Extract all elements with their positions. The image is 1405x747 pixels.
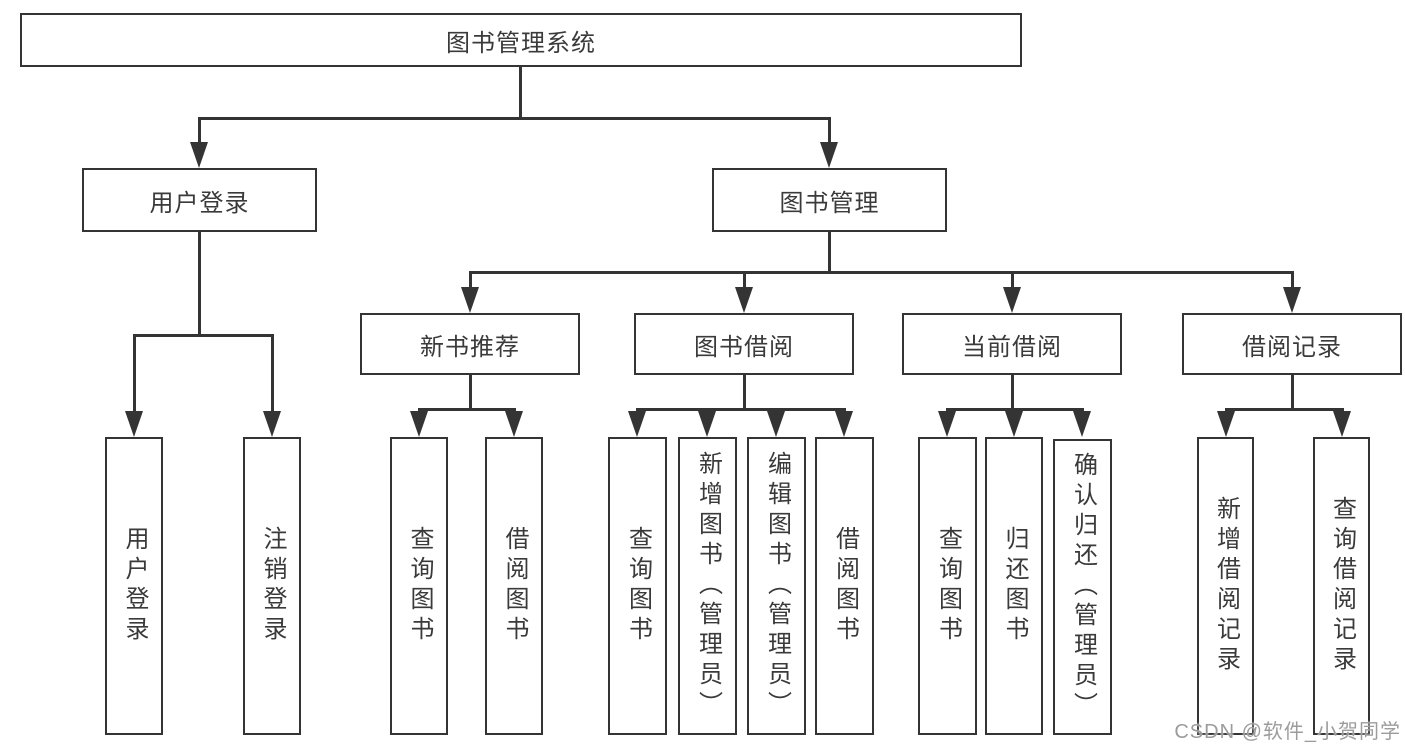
connector-line — [1291, 375, 1294, 409]
leaf-query-books: 查询图书 — [608, 437, 667, 735]
arrow-down-icon — [461, 287, 479, 313]
leaf-return-books: 归还图书 — [985, 437, 1043, 735]
leaf-add-borrow-record: 新增借阅记录 — [1197, 437, 1254, 735]
connector-line — [198, 117, 831, 120]
arrow-down-icon — [1073, 411, 1091, 437]
node-book-management: 图书管理 — [712, 168, 947, 232]
connector-line — [519, 67, 522, 117]
arrow-down-icon — [820, 142, 838, 168]
node-user-login: 用户登录 — [82, 168, 317, 232]
arrow-down-icon — [735, 287, 753, 313]
leaf-logout: 注销登录 — [243, 437, 301, 735]
leaf-label: 用户登录 — [121, 526, 148, 646]
leaf-edit-books-admin: 编辑图书（管理员） — [747, 437, 806, 735]
leaf-borrow-books: 借阅图书 — [485, 437, 543, 735]
connector-line — [1011, 375, 1014, 409]
leaf-label: 新增图书（管理员） — [694, 451, 722, 721]
connector-line — [1291, 271, 1294, 288]
arrow-down-icon — [263, 411, 281, 437]
leaf-user-login: 用户登录 — [105, 437, 163, 735]
leaf-query-books: 查询图书 — [918, 437, 977, 735]
leaf-add-books-admin: 新增图书（管理员） — [678, 437, 737, 735]
node-library-management-system: 图书管理系统 — [20, 13, 1022, 67]
connector-line — [133, 334, 136, 412]
arrow-down-icon — [190, 142, 208, 168]
node-label: 用户登录 — [149, 189, 250, 217]
connector-line — [636, 408, 846, 411]
connector-line — [418, 408, 516, 411]
node-label: 图书管理系统 — [446, 29, 596, 57]
arrow-down-icon — [835, 411, 853, 437]
node-label: 当前借阅 — [962, 333, 1062, 361]
node-current-borrowing: 当前借阅 — [902, 313, 1122, 375]
connector-line — [469, 271, 472, 288]
leaf-label: 注销登录 — [259, 526, 286, 646]
connector-line — [1011, 271, 1014, 288]
connector-line — [828, 117, 831, 144]
arrow-down-icon — [1005, 411, 1023, 437]
connector-line — [198, 232, 201, 335]
leaf-borrow-books: 借阅图书 — [815, 437, 874, 735]
arrow-down-icon — [1217, 411, 1235, 437]
connector-line — [743, 375, 746, 409]
leaf-label: 查询图书 — [934, 526, 962, 646]
leaf-label: 查询图书 — [624, 526, 652, 646]
node-book-borrowing: 图书借阅 — [634, 313, 854, 375]
leaf-query-borrow-record: 查询借阅记录 — [1313, 437, 1370, 735]
arrow-down-icon — [125, 411, 143, 437]
connector-line — [743, 271, 746, 288]
arrow-down-icon — [1333, 411, 1351, 437]
node-borrowing-records: 借阅记录 — [1182, 313, 1402, 375]
connector-line — [828, 232, 831, 272]
node-label: 借阅记录 — [1242, 333, 1342, 361]
node-label: 图书借阅 — [694, 333, 794, 361]
node-label: 图书管理 — [779, 189, 880, 217]
node-new-book-recommendation: 新书推荐 — [360, 313, 580, 375]
arrow-down-icon — [1003, 287, 1021, 313]
arrow-down-icon — [938, 411, 956, 437]
arrow-down-icon — [698, 411, 716, 437]
csdn-watermark: CSDN @软件_小贺同学 — [1174, 721, 1401, 743]
connector-line — [271, 334, 274, 412]
connector-line — [133, 334, 274, 337]
connector-line — [1225, 408, 1343, 411]
leaf-label: 借阅图书 — [831, 526, 859, 646]
arrow-down-icon — [505, 411, 523, 437]
node-label: 新书推荐 — [420, 333, 520, 361]
arrow-down-icon — [1283, 287, 1301, 313]
connector-line — [469, 271, 1294, 274]
arrow-down-icon — [628, 411, 646, 437]
leaf-label: 借阅图书 — [501, 526, 528, 646]
leaf-label: 确认归还（管理员） — [1069, 452, 1097, 722]
connector-line — [469, 375, 472, 409]
leaf-label: 新增借阅记录 — [1212, 496, 1240, 676]
leaf-label: 编辑图书（管理员） — [763, 451, 791, 721]
leaf-label: 查询图书 — [406, 526, 433, 646]
leaf-label: 归还图书 — [1001, 526, 1028, 646]
leaf-label: 查询借阅记录 — [1328, 496, 1356, 676]
connector-line — [198, 117, 201, 144]
leaf-query-books: 查询图书 — [390, 437, 448, 735]
arrow-down-icon — [767, 411, 785, 437]
arrow-down-icon — [410, 411, 428, 437]
leaf-confirm-return-admin: 确认归还（管理员） — [1053, 439, 1112, 735]
